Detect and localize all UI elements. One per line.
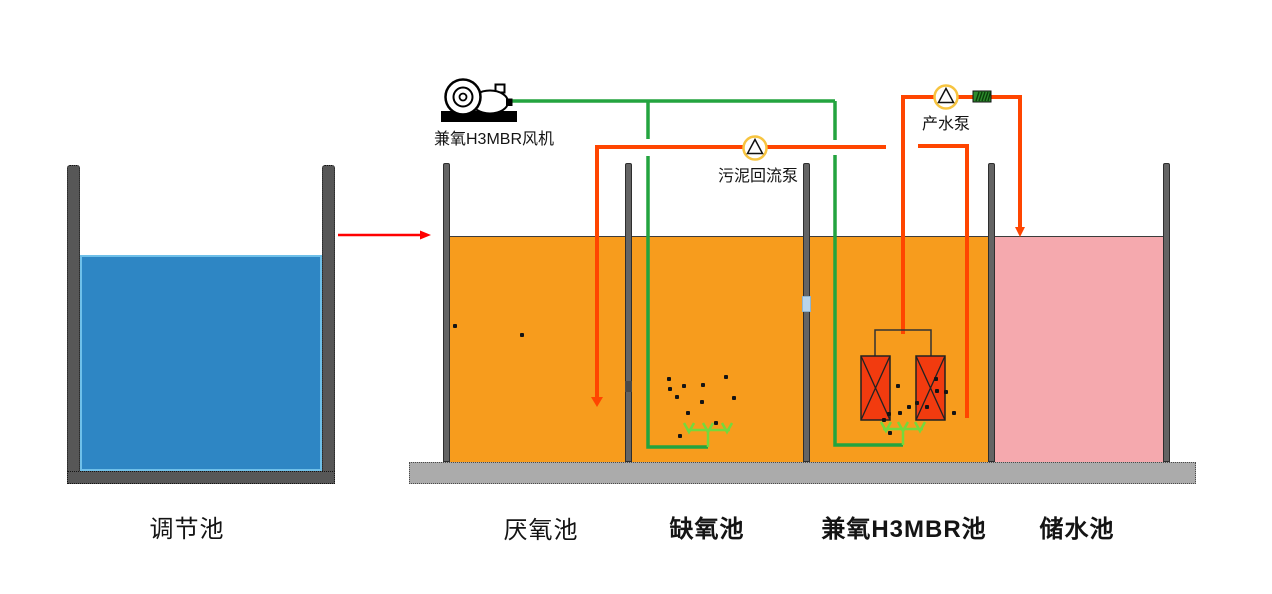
sludge-particle: [701, 383, 705, 387]
product-pipe-arrowhead: [1015, 227, 1025, 237]
blower-label: 兼氧H3MBR风机: [433, 131, 555, 148]
wall-port-overflow: [802, 296, 811, 312]
product-pump-icon: [933, 84, 959, 110]
feed-arrow-head: [420, 230, 431, 240]
train-wall-mbr-storage: [988, 163, 995, 462]
air-pipe-branch-mbr: [833, 101, 903, 447]
blower-outlet: [506, 98, 513, 106]
aerator-mbr: [879, 421, 927, 445]
sludge-particle: [944, 390, 948, 394]
sludge-particle: [453, 324, 457, 328]
flow-element-body: [972, 90, 992, 103]
sludge-return-pump-icon: [742, 135, 768, 161]
sludge-particle: [882, 418, 886, 422]
sludge-pipe-left: [595, 145, 886, 400]
sludge-pump-label: 污泥回流泵: [717, 168, 799, 185]
aerator-anoxic-nozzles: [682, 422, 734, 435]
sludge-particle: [915, 401, 919, 405]
blower-motor-outer: [444, 78, 482, 116]
sludge-particle: [724, 375, 728, 379]
blower-icon: [441, 78, 517, 122]
anoxic-tank-label: 缺氧池: [669, 516, 745, 543]
sludge-particle: [925, 405, 929, 409]
train-wall-outer-right: [1163, 163, 1170, 462]
sludge-return-pipe: [591, 144, 969, 418]
wall-port-lower: [625, 381, 632, 392]
membrane-module-2-cross: [915, 355, 946, 421]
sludge-particle: [935, 389, 939, 393]
sludge-pipe-arrowhead: [591, 397, 603, 407]
sludge-particle: [952, 411, 956, 415]
air-pipe: [509, 99, 903, 449]
sludge-particle: [520, 333, 524, 337]
regulation-tank-water: [80, 255, 322, 471]
blower-motor-mid: [452, 86, 474, 108]
sludge-particle: [686, 411, 690, 415]
anaerobic-tank-label: 厌氧池: [503, 517, 579, 544]
bioreactor-base-slab: [409, 462, 1196, 484]
suction-manifold: [874, 329, 932, 356]
product-pipe: [901, 95, 1022, 334]
sludge-particle: [888, 431, 892, 435]
regulation-tank-bottom-wall: [67, 471, 335, 484]
sludge-particle: [700, 400, 704, 404]
sludge-particle: [934, 377, 938, 381]
sludge-particle: [682, 384, 686, 388]
train-wall-anoxic-mbr: [803, 163, 810, 462]
mbr-tank-label: 兼氧H3MBR池: [821, 516, 987, 543]
train-wall-anaerobic-anoxic: [625, 163, 632, 462]
product-pump-label: 产水泵: [921, 116, 971, 133]
sludge-particle: [675, 395, 679, 399]
sludge-particle: [668, 387, 672, 391]
storage-tank-label: 储水池: [1039, 516, 1115, 543]
feed-arrow: [338, 230, 431, 240]
aerator-anoxic: [682, 422, 734, 447]
sludge-pipe-right: [918, 144, 969, 418]
blower-base: [441, 111, 517, 122]
product-pump-impeller: [937, 86, 955, 104]
membrane-module-1-cross: [860, 355, 891, 421]
aerator-mbr-nozzles: [879, 421, 927, 434]
storage-tank-water: [995, 236, 1163, 462]
sludge-particle: [667, 377, 671, 381]
sludge-particle: [678, 434, 682, 438]
flow-element-stripes: [975, 91, 992, 102]
train-wall-outer-left: [443, 163, 450, 462]
regulation-tank-label: 调节池: [149, 516, 225, 543]
sludge-particle: [896, 384, 900, 388]
membrane-assembly: [860, 329, 946, 421]
sludge-particle: [898, 411, 902, 415]
blower-motor-hub: [458, 92, 468, 102]
sludge-particle: [887, 412, 891, 416]
air-pipe-branch-anoxic: [646, 101, 708, 449]
sludge-particle: [714, 421, 718, 425]
sludge-particle: [732, 396, 736, 400]
sludge-particle: [907, 405, 911, 409]
sludge-pump-impeller: [746, 137, 764, 155]
flow-element-icon: [972, 90, 992, 103]
product-water-pipe: [901, 95, 1025, 334]
